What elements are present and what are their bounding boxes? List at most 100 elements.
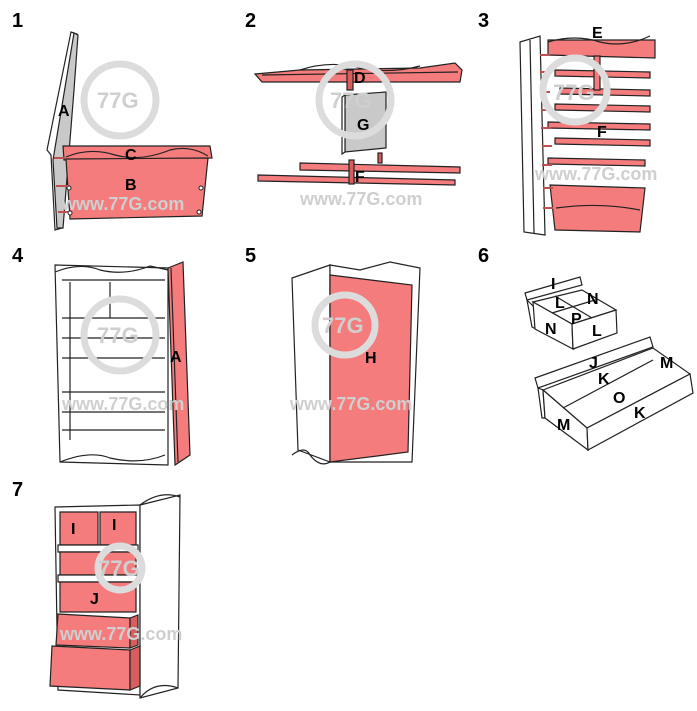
drawing-shape: [315, 60, 395, 140]
step-number: 5: [245, 245, 256, 267]
drawing-shape: [139, 685, 179, 699]
drawing-shape: [261, 71, 459, 76]
part-e: [547, 39, 656, 59]
watermark-text: 77G: [330, 88, 372, 113]
drawing-shape: [80, 60, 160, 140]
drawing-shape: [555, 204, 641, 211]
watermark-2: 77G www.77G.com: [299, 60, 422, 209]
part-label: A: [170, 349, 182, 366]
small-drawer: [524, 276, 618, 351]
drawing-shape: [54, 265, 169, 273]
step-number: 7: [12, 479, 23, 501]
part-label: P: [571, 311, 582, 328]
drawing-shape: [59, 454, 166, 463]
step-5: 5 H: [245, 245, 421, 465]
shelves: [547, 55, 651, 233]
drawing-shape: [539, 54, 611, 126]
part-label: I: [551, 276, 555, 293]
watermark-text: www.77G.com: [61, 194, 184, 214]
part-label: C: [125, 147, 137, 164]
part-label: O: [613, 390, 625, 407]
watermark-text: 77G: [322, 313, 364, 338]
step-number: 4: [12, 245, 24, 267]
step-number: 6: [478, 245, 489, 267]
drawing-shape: [65, 147, 209, 159]
drawing-shape: [54, 157, 68, 213]
part-label: H: [365, 350, 377, 367]
frame: [54, 264, 169, 466]
drawing-shape: [586, 373, 694, 451]
part-label: M: [660, 355, 673, 372]
part-label: G: [357, 117, 369, 134]
part-label: A: [58, 103, 70, 120]
watermark-text: 77G: [97, 323, 139, 348]
drawing-shape: [196, 209, 202, 215]
drawing-shape: [348, 159, 355, 185]
drawer-bottom: [49, 645, 131, 691]
watermark-text: 77G: [98, 556, 140, 581]
drawing-shape: [562, 359, 654, 409]
step-3: 3 E F: [478, 10, 656, 236]
part-label: D: [354, 70, 366, 87]
part-label: F: [355, 169, 365, 186]
part-label: K: [634, 405, 646, 422]
part-label: J: [90, 591, 99, 608]
part-label: B: [125, 177, 137, 194]
watermark-text: www.77G.com: [299, 189, 422, 209]
drawing-shape: [547, 157, 646, 167]
drawing-shape: [571, 309, 618, 350]
watermark-text: www.77G.com: [289, 394, 412, 414]
drawing-shape: [529, 39, 535, 234]
watermark-text: www.77G.com: [534, 164, 657, 184]
part-b-front: [65, 157, 209, 220]
part-f-1: [299, 162, 461, 174]
step-number: 3: [478, 10, 489, 32]
drawing-shape: [139, 494, 181, 506]
step-number: 2: [245, 10, 256, 32]
watermark-5: 77G www.77G.com: [289, 291, 412, 414]
drawing-shape: [534, 336, 654, 389]
drawing-shape: [129, 645, 141, 691]
step-number: 1: [12, 10, 23, 32]
large-drawer: [534, 336, 694, 452]
panel-a: [52, 32, 79, 229]
drawing-shape: [554, 137, 651, 147]
part-a: [167, 261, 191, 467]
part-label: F: [597, 124, 607, 141]
drawing-shape: [377, 152, 383, 164]
drawing-shape: [129, 614, 139, 649]
step-6: 6 I L N P N L J K M O K M: [478, 245, 694, 452]
part-label: L: [592, 323, 602, 340]
part-label: N: [587, 291, 599, 308]
drawer-i-left: [59, 511, 99, 546]
drawing-shape: [170, 267, 179, 463]
part-label: E: [592, 25, 603, 42]
drawing-shape: [311, 291, 379, 359]
drawer-i-right: [99, 511, 137, 546]
drawing-shape: [524, 276, 583, 301]
drawing-shape: [551, 299, 596, 314]
watermark-3: 77G www.77G.com: [534, 54, 657, 184]
watermark-text: 77G: [97, 88, 139, 113]
part-label: I: [112, 517, 116, 534]
part-label: J: [589, 355, 598, 372]
part-label: N: [545, 321, 557, 338]
step-7: 7 I I J: [12, 479, 181, 699]
step-1: 1 A C B: [12, 10, 213, 231]
cabinet-side: [291, 264, 331, 463]
drawing-shape: [198, 185, 204, 191]
part-label: I: [71, 521, 75, 538]
drawing-shape: [549, 184, 646, 233]
watermark-text: 77G: [553, 80, 595, 105]
part-d: [253, 62, 463, 83]
part-f-2: [257, 174, 456, 186]
watermark-group: 77G www.77G.com 77G www.77G.com 77G www.77G…: [59, 54, 657, 644]
frame-side: [139, 494, 181, 699]
drawing-shape: [299, 63, 421, 72]
drawing-shape: [346, 69, 354, 91]
drawing-shape: [94, 542, 146, 594]
watermark-1: 77G www.77G.com: [61, 60, 184, 214]
